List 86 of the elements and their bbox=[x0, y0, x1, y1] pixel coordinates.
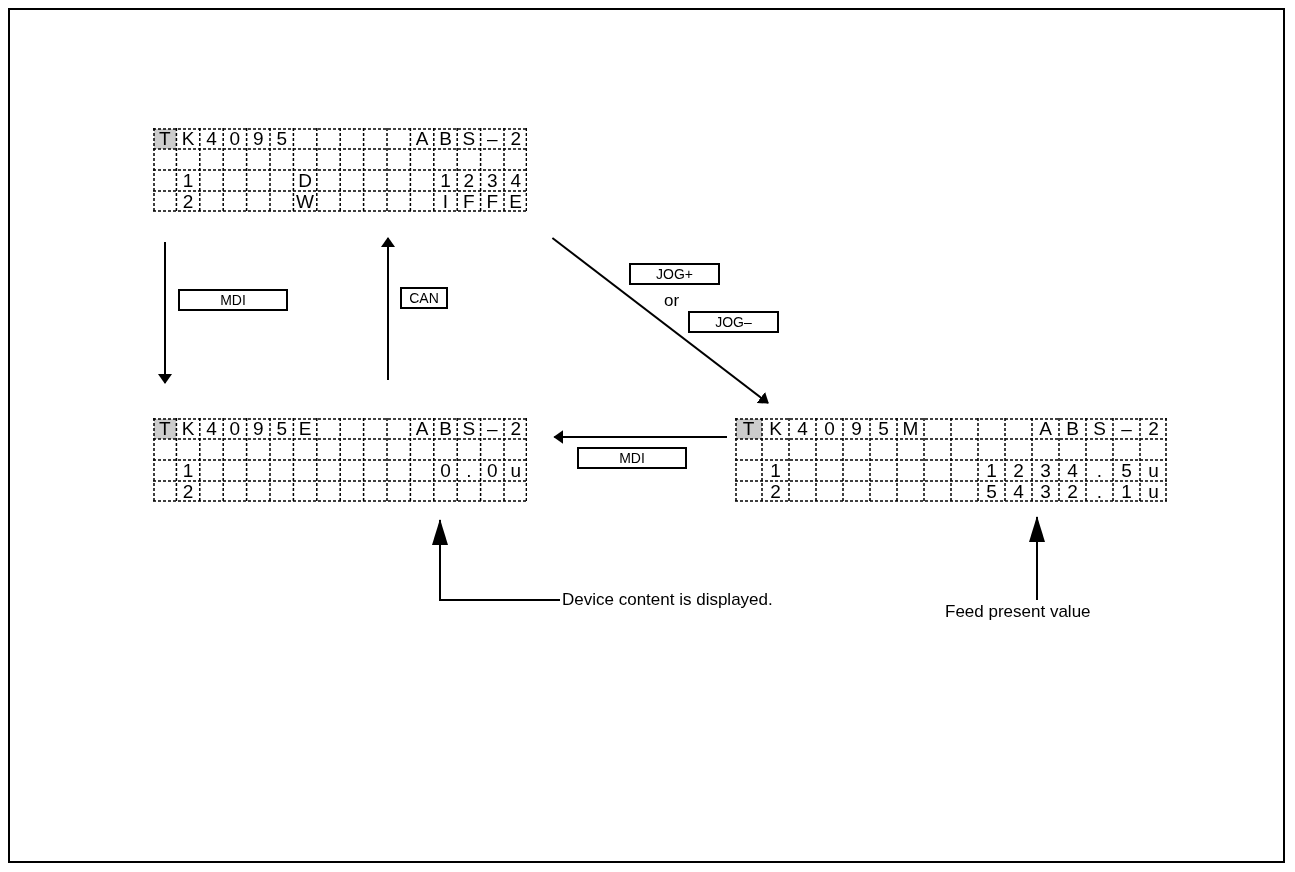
display-text: T bbox=[157, 128, 172, 149]
display-text: 2 bbox=[1147, 418, 1160, 439]
display-text: 2 bbox=[1066, 481, 1079, 502]
display-text: 4 bbox=[205, 128, 218, 149]
callout-text: Feed present value bbox=[945, 602, 1091, 622]
display-text: 3 bbox=[1039, 481, 1052, 502]
display-text: 0 bbox=[823, 418, 836, 439]
display-text: 5 bbox=[275, 128, 288, 149]
display-text: 1 bbox=[769, 460, 782, 481]
leader-line bbox=[432, 519, 561, 601]
display-text: – bbox=[486, 418, 499, 439]
display-text: 0 bbox=[439, 460, 452, 481]
display-text: – bbox=[1120, 418, 1133, 439]
display-text: 2 bbox=[1012, 460, 1025, 481]
display-text: I bbox=[441, 191, 450, 212]
display-text: . bbox=[1095, 481, 1104, 502]
display-text: F bbox=[485, 191, 500, 212]
display-text: S bbox=[461, 128, 477, 149]
display-text: S bbox=[461, 418, 477, 439]
display-text: 9 bbox=[252, 418, 265, 439]
display-text: 0 bbox=[228, 418, 242, 439]
display-text: 1 bbox=[181, 170, 195, 191]
display-text: u bbox=[1147, 460, 1160, 481]
display-text: 2 bbox=[509, 128, 522, 149]
display-text: 4 bbox=[1012, 481, 1025, 502]
display-text: E bbox=[297, 418, 313, 439]
display-text: A bbox=[414, 128, 430, 149]
display-text: 4 bbox=[509, 170, 522, 191]
arrow bbox=[158, 241, 172, 384]
display-text: 9 bbox=[252, 128, 265, 149]
display-text: K bbox=[768, 418, 783, 439]
display-text: M bbox=[901, 418, 920, 439]
key-label: JOG– bbox=[688, 311, 779, 333]
display-text: S bbox=[1092, 418, 1107, 439]
display-text: 2 bbox=[769, 481, 782, 502]
display-text: 5 bbox=[275, 418, 288, 439]
lcd-display bbox=[153, 128, 528, 212]
display-text: B bbox=[438, 128, 453, 149]
display-text: 4 bbox=[1066, 460, 1079, 481]
display-text: – bbox=[486, 128, 499, 149]
display-text: . bbox=[1095, 460, 1104, 481]
display-text: 2 bbox=[181, 191, 195, 212]
display-text: 3 bbox=[486, 170, 499, 191]
display-text: E bbox=[508, 191, 524, 212]
display-text: 1 bbox=[1120, 481, 1133, 502]
key-label: CAN bbox=[400, 287, 448, 309]
lcd-display bbox=[153, 418, 528, 502]
display-text: B bbox=[438, 418, 453, 439]
display-text: 5 bbox=[1120, 460, 1133, 481]
display-text: . bbox=[465, 460, 473, 481]
display-text: 2 bbox=[462, 170, 476, 191]
display-text: D bbox=[297, 170, 313, 191]
display-text: u bbox=[1147, 481, 1160, 502]
display-text: 2 bbox=[181, 481, 195, 502]
key-label: MDI bbox=[178, 289, 288, 311]
arrow bbox=[381, 237, 395, 381]
display-text: 0 bbox=[486, 460, 499, 481]
display-text: K bbox=[180, 418, 196, 439]
display-text: 1 bbox=[439, 170, 452, 191]
display-text: B bbox=[1065, 418, 1080, 439]
display-text: 3 bbox=[1039, 460, 1052, 481]
arrow bbox=[551, 237, 769, 404]
arrow bbox=[553, 430, 728, 444]
key-label: MDI bbox=[577, 447, 687, 469]
display-text: 2 bbox=[509, 418, 522, 439]
display-text: 4 bbox=[205, 418, 218, 439]
leader-line bbox=[1029, 516, 1045, 601]
display-text: A bbox=[414, 418, 430, 439]
connector-word: or bbox=[664, 291, 680, 311]
display-text: F bbox=[462, 191, 476, 212]
display-text: 4 bbox=[796, 418, 809, 439]
display-text: T bbox=[157, 418, 172, 439]
display-text: u bbox=[509, 460, 522, 481]
lcd-display bbox=[735, 418, 1167, 502]
display-text: 1 bbox=[181, 460, 195, 481]
display-text: 0 bbox=[228, 128, 242, 149]
callout-text: Device content is displayed. bbox=[562, 590, 773, 610]
display-text: 5 bbox=[985, 481, 998, 502]
display-text: A bbox=[1038, 418, 1053, 439]
display-text: K bbox=[180, 128, 196, 149]
display-text: 5 bbox=[877, 418, 890, 439]
display-text: 9 bbox=[850, 418, 863, 439]
display-text: W bbox=[295, 191, 316, 212]
display-text: 1 bbox=[985, 460, 998, 481]
display-text: T bbox=[741, 418, 756, 439]
key-label: JOG+ bbox=[629, 263, 720, 285]
